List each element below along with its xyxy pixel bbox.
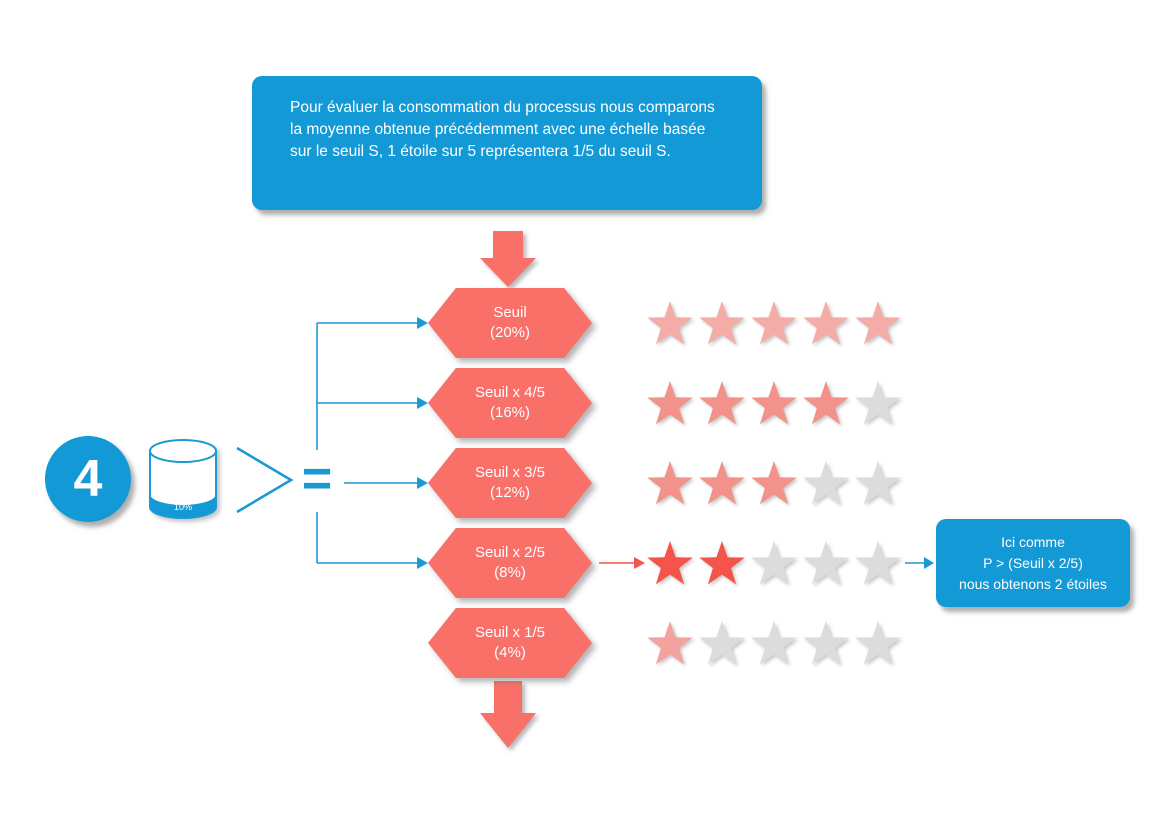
greater-than-icon	[236, 446, 294, 514]
hexagon-shape: Seuil x 1/5 (4%)	[428, 608, 592, 678]
threshold-scale: Seuil (20%) Seuil x 4/5 (16%) Seuil x 3/…	[428, 288, 902, 678]
hexagon-percent: (20%)	[489, 324, 530, 341]
star-icon-filled	[699, 301, 745, 345]
hexagon-percent: (4%)	[494, 644, 526, 661]
star-icon-filled	[647, 461, 693, 505]
star-rating	[646, 619, 902, 667]
threshold-hexagon: Seuil x 1/5 (4%)	[428, 608, 592, 678]
star-icon-filled	[699, 541, 745, 585]
result-line3: nous obtenons 2 étoiles	[959, 575, 1107, 592]
threshold-hexagon: Seuil x 4/5 (16%)	[428, 368, 592, 438]
hexagon-percent: (8%)	[494, 564, 526, 581]
hexagon-percent: (12%)	[489, 484, 530, 501]
hexagon-label: Seuil x 4/5	[474, 383, 546, 401]
arrowhead-icon	[417, 477, 428, 489]
star-icon-empty	[699, 621, 745, 665]
star-icon-empty	[855, 541, 901, 585]
result-line2: P > (Seuil x 2/5)	[983, 554, 1083, 571]
hexagon-shape: Seuil (20%)	[428, 288, 592, 358]
star-icon-empty	[855, 621, 901, 665]
threshold-hexagon: Seuil x 2/5 (8%)	[428, 528, 592, 598]
star-icon-filled	[647, 301, 693, 345]
cylinder-fill-level	[150, 494, 216, 518]
equals-symbol: =	[301, 450, 333, 508]
hexagon-label: Seuil x 2/5	[474, 543, 546, 561]
result-line1: Ici comme	[1001, 533, 1065, 550]
hexagon-percent: (16%)	[489, 404, 530, 421]
scale-row: Seuil x 4/5 (16%)	[428, 368, 902, 438]
star-icon-empty	[751, 541, 797, 585]
star-icon-empty	[803, 461, 849, 505]
star-icon-filled	[751, 461, 797, 505]
flow-arrow-down-top-icon	[480, 231, 536, 287]
threshold-hexagon: Seuil x 3/5 (12%)	[428, 448, 592, 518]
arrowhead-icon	[417, 397, 428, 409]
arrowhead-icon	[417, 557, 428, 569]
star-rating	[646, 459, 902, 507]
star-icon-filled	[699, 461, 745, 505]
scale-row: Seuil x 2/5 (8%)	[428, 528, 902, 598]
threshold-hexagon: Seuil (20%)	[428, 288, 592, 358]
hexagon-label: Seuil x 3/5	[474, 463, 546, 481]
flow-arrow-down-bottom-icon	[480, 681, 536, 748]
scale-row: Seuil (20%)	[428, 288, 902, 358]
result-arrowhead-icon	[924, 557, 934, 569]
step-number: 4	[73, 450, 103, 508]
intro-callout: Pour évaluer la consommation du processu…	[252, 76, 762, 210]
star-icon-empty	[803, 621, 849, 665]
star-icon-filled	[855, 301, 901, 345]
star-icon-empty	[855, 461, 901, 505]
intro-text: Pour évaluer la consommation du processu…	[290, 99, 715, 160]
star-icon-filled	[647, 541, 693, 585]
star-icon-filled	[751, 381, 797, 425]
star-icon-filled	[647, 621, 693, 665]
result-callout: Ici comme P > (Seuil x 2/5) nous obtenon…	[936, 519, 1130, 607]
star-rating	[646, 539, 902, 587]
hexagon-shape: Seuil x 3/5 (12%)	[428, 448, 592, 518]
star-rating	[646, 299, 902, 347]
star-icon-filled	[803, 301, 849, 345]
hexagon-shape: Seuil x 4/5 (16%)	[428, 368, 592, 438]
star-icon-filled	[647, 381, 693, 425]
star-rating	[646, 379, 902, 427]
cylinder-percentage-label: 10%	[174, 502, 192, 512]
hexagon-label: Seuil x 1/5	[474, 623, 546, 641]
scale-row: Seuil x 1/5 (4%)	[428, 608, 902, 678]
star-icon-filled	[751, 301, 797, 345]
arrowhead-icon	[417, 317, 428, 329]
step-badge: 4	[45, 436, 131, 522]
consumption-cylinder-icon: 10%	[149, 439, 217, 519]
star-icon-filled	[699, 381, 745, 425]
hexagon-label: Seuil	[493, 303, 527, 321]
star-icon-empty	[803, 541, 849, 585]
star-icon-filled	[803, 381, 849, 425]
star-icon-empty	[855, 381, 901, 425]
star-icon-empty	[751, 621, 797, 665]
scale-row: Seuil x 3/5 (12%)	[428, 448, 902, 518]
hexagon-shape: Seuil x 2/5 (8%)	[428, 528, 592, 598]
